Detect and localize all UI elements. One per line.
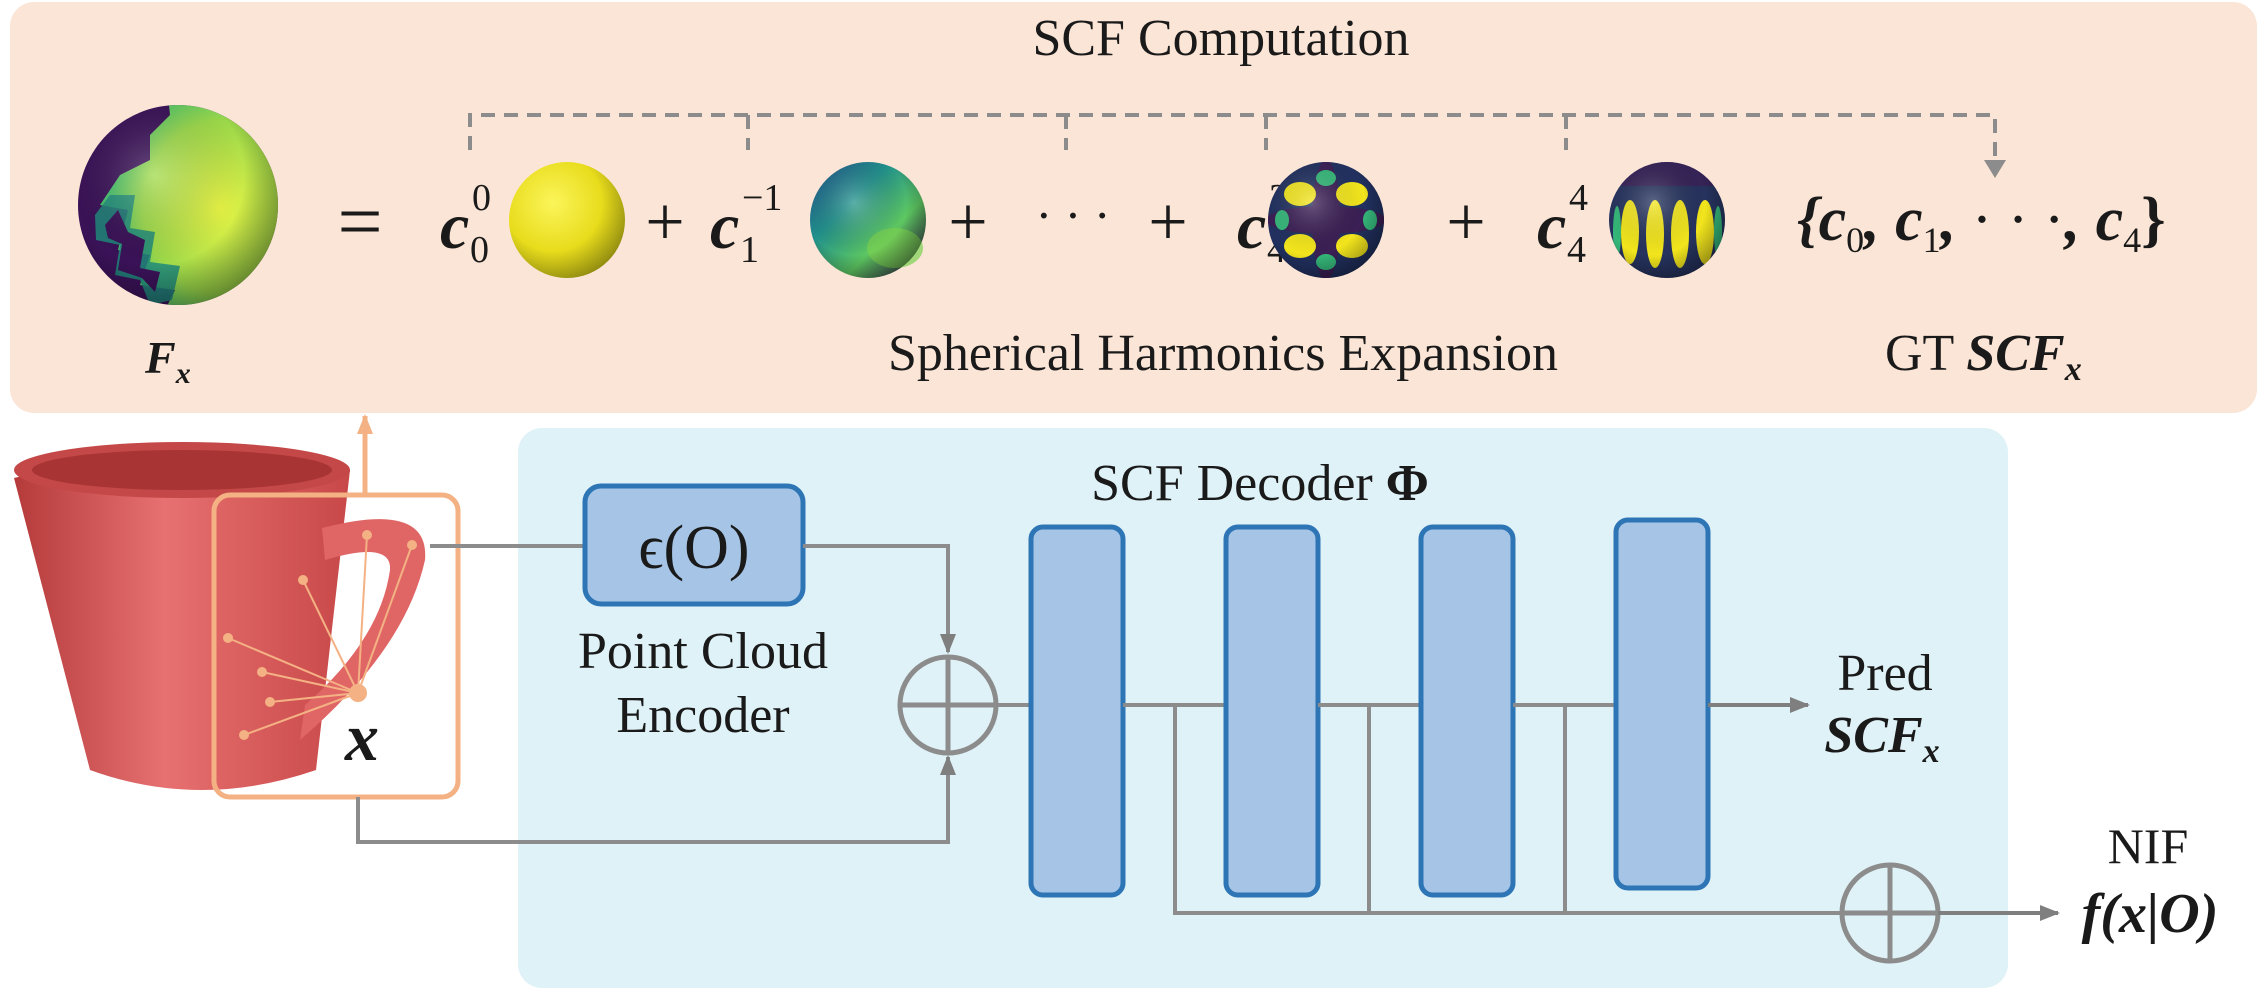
yellow-sphere [509,162,625,278]
expansion-label: Spherical Harmonics Expansion [888,325,1558,382]
svg-text:1: 1 [740,229,759,271]
svg-text:4: 4 [1569,177,1588,219]
plus-sign-2: + [948,184,987,261]
plus-sign-3: + [1148,184,1187,261]
query-to-sum-line [356,755,956,844]
svg-text:−1: −1 [742,177,782,219]
equals-sign: = [337,178,382,266]
plus-sign-4: + [1446,184,1485,261]
svg-text:c: c [710,190,739,263]
decoder-block-2[interactable] [1223,524,1321,898]
nif-label: NIF [2108,818,2189,874]
neighbor-lines [227,534,413,736]
query-point-label: x [344,699,379,775]
encoder-symbol: ϵ(O) [638,514,749,582]
panel-title: SCF Computation [1032,10,1409,67]
plus-sign-1: + [645,184,684,261]
dashed-bracket [468,113,1997,168]
decoder-block-1[interactable] [1028,524,1126,898]
viridis-sphere-l4m4 [1609,162,1725,278]
encoder-to-sum-line [803,544,956,654]
scf-computation-panel [10,2,2257,413]
ellipsis: · · · [1036,187,1111,243]
mug-object [14,442,426,790]
encoder-label-line1: Point Cloud [578,623,828,680]
coef-c44: c 4 4 [1537,177,1588,271]
coef-c00: c 0 0 [440,177,491,271]
encoder-label-line2: Encoder [616,687,789,744]
skip-connections [1173,705,1842,915]
decoder-title: SCF Decoder Φ [1091,455,1429,512]
nif-function: f(x|O) [2082,883,2219,945]
neighbor-points [223,530,417,740]
viridis-sphere-l4m3 [1268,162,1384,278]
svg-text:c: c [1237,190,1266,263]
query-point-box [211,492,461,800]
coefficient-set: {c0, c1, · · ·, c4} [1797,186,2166,260]
svg-text:c: c [1537,190,1566,263]
svg-text:{c0, c1, · · ·, c4}: {c0, c1, · · ·, c4} [1797,186,2166,260]
gt-scf-label: GT SCFx [1885,325,2082,388]
svg-text:4: 4 [1567,229,1586,271]
decoder-block-3[interactable] [1418,524,1516,898]
svg-text:0: 0 [470,229,489,271]
concat-node [897,654,999,756]
query-point [349,684,367,702]
fx-label: Fx [144,332,191,390]
fx-sphere [78,105,278,305]
dashed-arrow-head [1984,160,2006,178]
sum-node-nif [1839,862,1941,964]
pred-label: Pred [1837,645,1932,702]
coef-c1m1: c −1 1 [710,177,782,271]
pred-scf-label: SCFx [1824,707,1939,770]
svg-text:0: 0 [472,177,491,219]
svg-text:c: c [440,190,469,263]
viridis-sphere-l1 [810,162,926,278]
decoder-block-4[interactable] [1613,517,1711,891]
